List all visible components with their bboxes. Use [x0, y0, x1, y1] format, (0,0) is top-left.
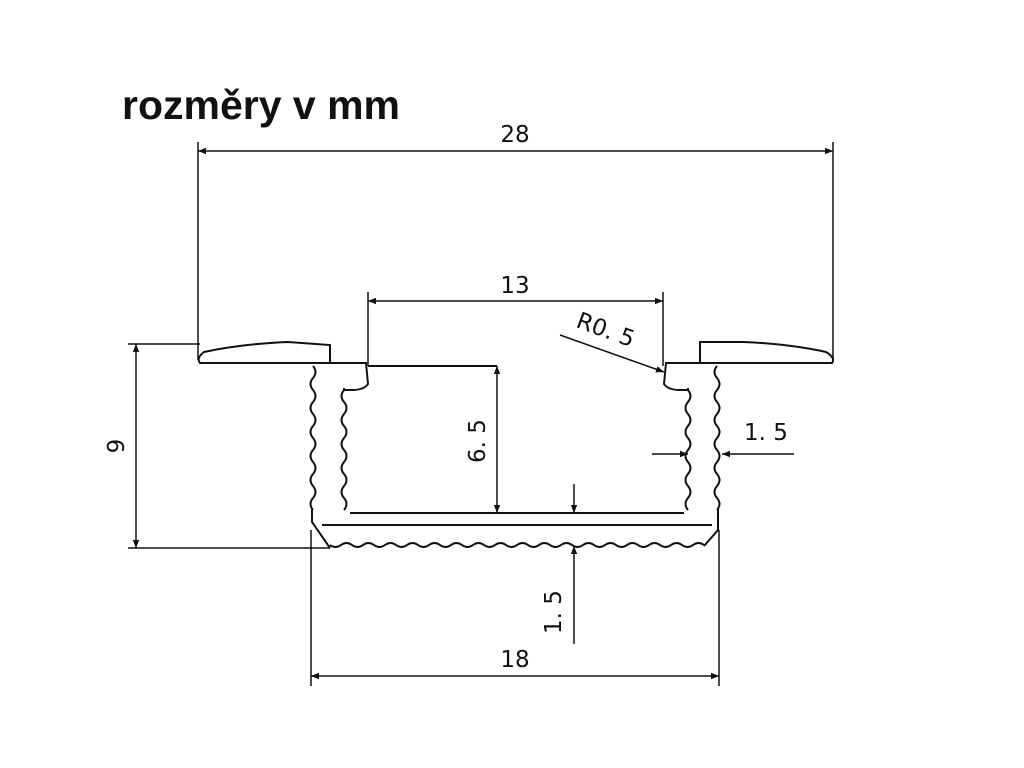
right-flange [699, 341, 835, 364]
inner-left-wall [340, 389, 348, 511]
left-flange [197, 340, 331, 364]
bottom-right-corner [703, 508, 719, 547]
bottom-left-corner [311, 508, 331, 549]
dimension-lines [128, 142, 834, 686]
label-radius: R0. 5 [573, 308, 638, 353]
radius-leader [559, 334, 665, 373]
label-18: 18 [500, 647, 529, 673]
outer-right-wall [713, 365, 721, 511]
label-wall-1-5: 1. 5 [744, 420, 788, 446]
page-title: rozměry v mm [122, 82, 401, 128]
label-base-1-5: 1. 5 [541, 590, 567, 634]
label-6-5: 6. 5 [465, 419, 491, 463]
inner-right-wall [684, 389, 692, 511]
outer-left-wall [309, 365, 317, 511]
label-28: 28 [500, 122, 529, 148]
right-lip [662, 362, 700, 391]
base-serration [329, 542, 705, 548]
left-lip [330, 362, 370, 391]
profile-outline [197, 340, 835, 549]
label-9: 9 [104, 439, 130, 454]
label-13: 13 [500, 273, 529, 299]
